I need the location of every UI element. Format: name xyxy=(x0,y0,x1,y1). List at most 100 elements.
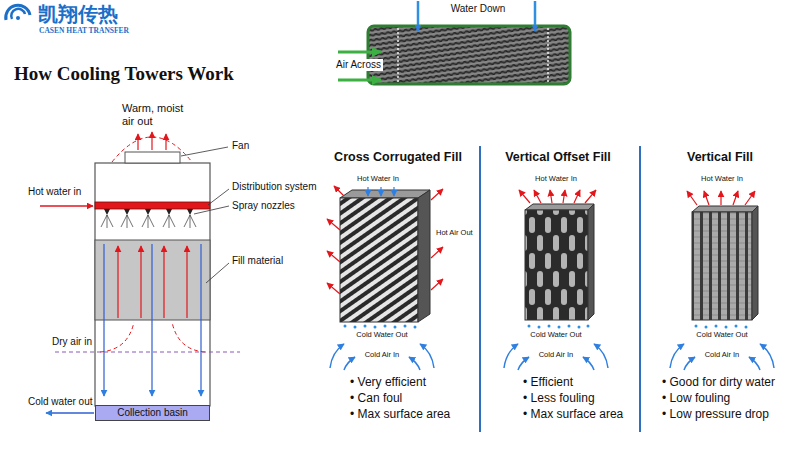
air-up-arrow xyxy=(186,246,187,318)
hot-air-arrow xyxy=(704,191,709,205)
bullet-note: • Low pressure drop xyxy=(662,408,769,422)
water-down-arrow xyxy=(417,1,420,31)
page-title: How Cooling Towers Work xyxy=(14,63,234,85)
air-up-arrow xyxy=(163,246,164,318)
bullet-note: • Good for dirty water xyxy=(662,376,775,390)
brand-subtitle-slot: CASEN HEAT TRANSFER xyxy=(39,27,129,36)
cold-air-arc xyxy=(518,357,529,370)
cold-air-arc xyxy=(344,357,355,370)
block-top xyxy=(340,190,430,198)
flow-label: Cold Air In xyxy=(365,351,400,360)
bullet-note: • Very efficient xyxy=(350,376,426,390)
crossflow-fill-pack xyxy=(338,1,570,84)
flow-label: Hot Air Out xyxy=(436,229,473,238)
logo-arc xyxy=(11,9,25,19)
flow-label-slot: Hot Water In xyxy=(535,175,577,184)
water-in-arrow xyxy=(393,187,394,196)
hot-water-arrow xyxy=(40,205,93,207)
flow-label-slot: Water Down xyxy=(449,3,508,15)
bullet-note-slot: • Less fouling xyxy=(523,392,595,406)
panel-heading-slot: Vertical Fill xyxy=(687,150,753,164)
hot-air-arrow xyxy=(574,190,580,203)
hot-air-arrow xyxy=(585,190,596,203)
block-side xyxy=(418,190,430,322)
part-label-slot: Fill material xyxy=(232,255,283,267)
part-label-slot: Warm, moist air out xyxy=(122,102,192,127)
hot-air-arrow xyxy=(745,191,755,205)
flow-label: Cold Water Out xyxy=(356,331,407,340)
flow-label: Hot Water In xyxy=(701,175,743,184)
tower-shell xyxy=(95,163,210,406)
flow-label-slot: Cold Water Out xyxy=(356,331,407,340)
logo-dot xyxy=(16,16,20,20)
bullet-note-slot: • Low fouling xyxy=(662,392,730,406)
air-up-arrow xyxy=(117,246,118,318)
bullet-note-slot: • Max surface area xyxy=(350,408,450,422)
fill-pack xyxy=(368,26,570,84)
node-text: Collection basin xyxy=(117,407,188,419)
block-front xyxy=(692,212,752,320)
panel-heading-slot: Cross Corrugated Fill xyxy=(334,150,462,164)
cold-water-arrow xyxy=(46,412,94,414)
flow-label-slot: Cold Air In xyxy=(539,351,574,360)
part-label: Hot water in xyxy=(28,186,81,198)
part-label-slot: Hot water in xyxy=(28,186,81,198)
cold-air-arc xyxy=(583,357,594,370)
cooling-tower xyxy=(40,132,240,413)
bullet-note-slot: • Good for dirty water xyxy=(662,376,775,390)
hot-air-arrow xyxy=(327,283,340,294)
bullet-note: • Max surface area xyxy=(350,408,450,422)
water-in-arrow xyxy=(367,187,368,196)
bullet-note-slot: • Low pressure drop xyxy=(662,408,769,422)
flow-label-slot: Hot Water In xyxy=(357,175,399,184)
hot-air-arrow xyxy=(534,190,541,203)
bullet-note-slot: • Can foul xyxy=(350,392,402,406)
bullet-note-slot: • Max surface area xyxy=(523,408,623,422)
hot-air-arrow xyxy=(550,190,552,203)
panel-heading: Vertical Offset Fill xyxy=(505,150,611,164)
exhaust-arrow xyxy=(165,134,166,150)
bullet-note: • Efficient xyxy=(523,376,573,390)
part-label: Fan xyxy=(232,140,249,152)
flow-label: Water Down xyxy=(449,3,508,15)
flow-label-slot: Hot Water In xyxy=(701,175,743,184)
cold-air-arc xyxy=(330,344,344,368)
part-label: Spray nozzles xyxy=(232,200,295,212)
brand-name-slot: 凯翔传热 xyxy=(38,3,118,26)
flow-label: Cold Air In xyxy=(705,351,740,360)
cold-air-arc xyxy=(670,344,684,368)
hot-air-arrow xyxy=(687,191,697,205)
distribution-pipe xyxy=(95,202,210,209)
flow-label-slot: Cold Air In xyxy=(365,351,400,360)
cross-corrugated-fill xyxy=(327,186,443,370)
hot-air-arrow xyxy=(519,190,530,203)
panel-heading: Cross Corrugated Fill xyxy=(334,150,462,164)
water-down-arrow xyxy=(200,244,201,396)
cold-air-arc xyxy=(409,357,420,370)
cold-air-arc xyxy=(504,344,518,368)
block-top xyxy=(525,204,594,210)
bullet-note-slot: • Very efficient xyxy=(350,376,426,390)
block-front xyxy=(340,198,418,322)
part-label: Distribution system xyxy=(232,181,316,193)
air-path-dashed xyxy=(100,322,205,352)
cold-air-arc xyxy=(594,344,608,368)
collection-basin: Collection basin xyxy=(95,405,210,421)
flow-label: Air Across xyxy=(334,59,383,71)
page-title-slot: How Cooling Towers Work xyxy=(14,63,234,85)
hot-air-arrow xyxy=(431,279,443,290)
flow-label-slot: Hot Air Out xyxy=(436,229,473,238)
block-side xyxy=(752,206,758,320)
air-up-arrow xyxy=(140,246,141,318)
vertical-fill xyxy=(670,191,774,370)
bullet-note: • Low fouling xyxy=(662,392,730,406)
bullet-note: • Less fouling xyxy=(523,392,595,406)
spray-jets xyxy=(101,215,196,228)
flow-label-slot: Air Across xyxy=(334,59,383,71)
bullet-note: • Can foul xyxy=(350,392,402,406)
cold-air-arc xyxy=(420,344,434,368)
part-label: Dry air in xyxy=(52,336,92,348)
vertical-offset-fill xyxy=(504,190,608,370)
part-label-slot: Cold water out xyxy=(28,396,92,408)
